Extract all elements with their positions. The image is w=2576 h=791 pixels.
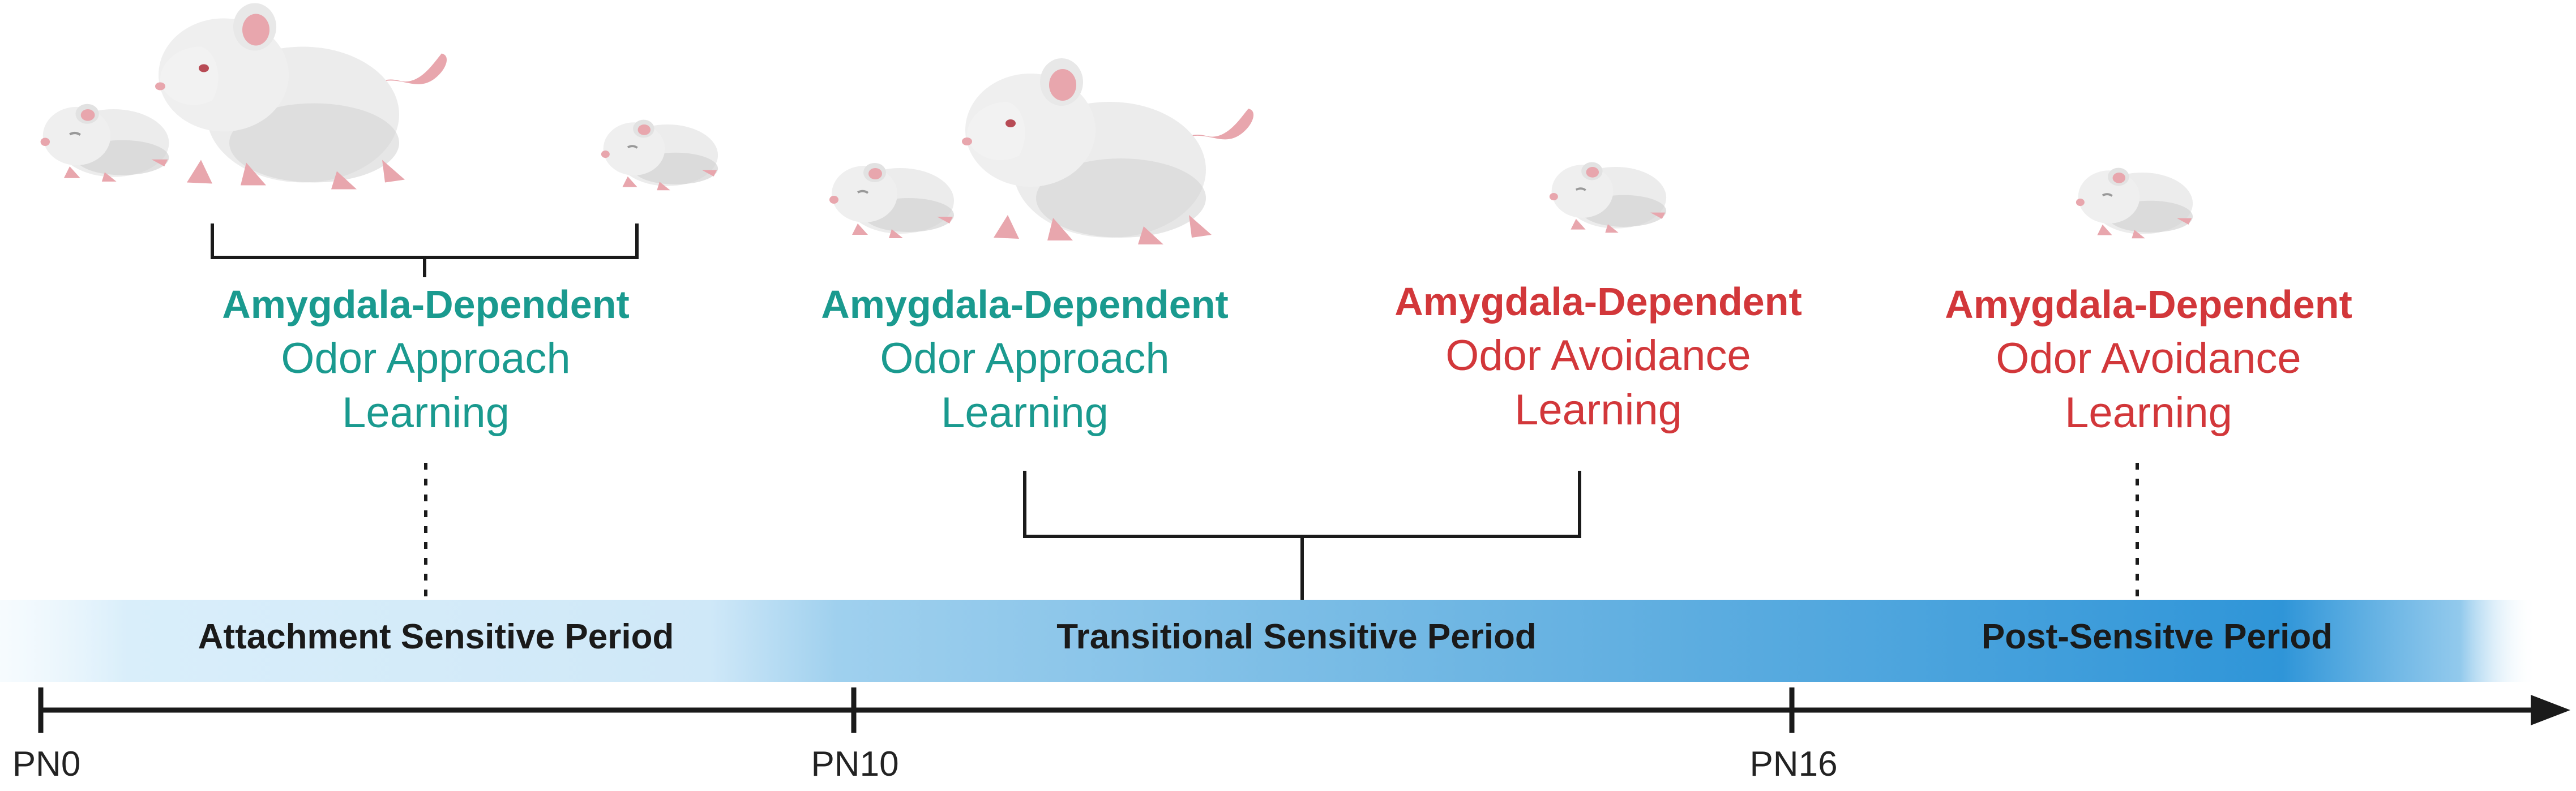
label-head: Amygdala-Dependent	[1394, 280, 1802, 324]
rat-pup-icon	[41, 104, 169, 182]
tick-label-pn16: PN16	[1749, 745, 1838, 784]
label-line2: Learning	[941, 389, 1109, 437]
label-head: Amygdala-Dependent	[222, 282, 630, 326]
bracket-approach-1	[211, 223, 639, 277]
period-attachment: Attachment Sensitive Period	[198, 617, 674, 656]
label-line2: Learning	[342, 389, 510, 437]
axis-arrow-icon	[2531, 695, 2570, 725]
adult-rat-icon	[155, 3, 447, 190]
label-approach-2: Amygdala-Dependent Odor Approach Learnin…	[770, 277, 1280, 440]
label-line1: Odor Avoidance	[1445, 332, 1751, 380]
label-line1: Odor Approach	[880, 334, 1170, 382]
label-avoidance-2: Amygdala-Dependent Odor Avoidance Learni…	[1894, 277, 2403, 440]
label-line2: Learning	[1514, 386, 1682, 434]
label-avoidance-1: Amygdala-Dependent Odor Avoidance Learni…	[1343, 274, 1853, 437]
rat-pup-icon	[2074, 166, 2194, 240]
label-approach-1: Amygdala-Dependent Odor Approach Learnin…	[171, 277, 681, 440]
label-line1: Odor Avoidance	[1996, 334, 2301, 382]
bracket-transitional	[1023, 471, 1581, 604]
label-line1: Odor Approach	[281, 334, 571, 382]
label-head: Amygdala-Dependent	[1945, 282, 2352, 326]
period-band	[0, 600, 2536, 682]
rat-pup-icon	[600, 118, 720, 192]
rat-pup-icon	[1548, 161, 1668, 234]
period-post-sensitive: Post-Sensitve Period	[1981, 617, 2333, 656]
rat-pup-icon	[829, 163, 954, 238]
tick-label-pn0: PN0	[12, 745, 81, 784]
adult-rat-icon	[962, 58, 1254, 244]
label-line2: Learning	[2065, 389, 2232, 437]
tick-label-pn10: PN10	[811, 745, 899, 784]
period-transitional: Transitional Sensitive Period	[1056, 617, 1537, 656]
label-head: Amygdala-Dependent	[821, 282, 1229, 326]
